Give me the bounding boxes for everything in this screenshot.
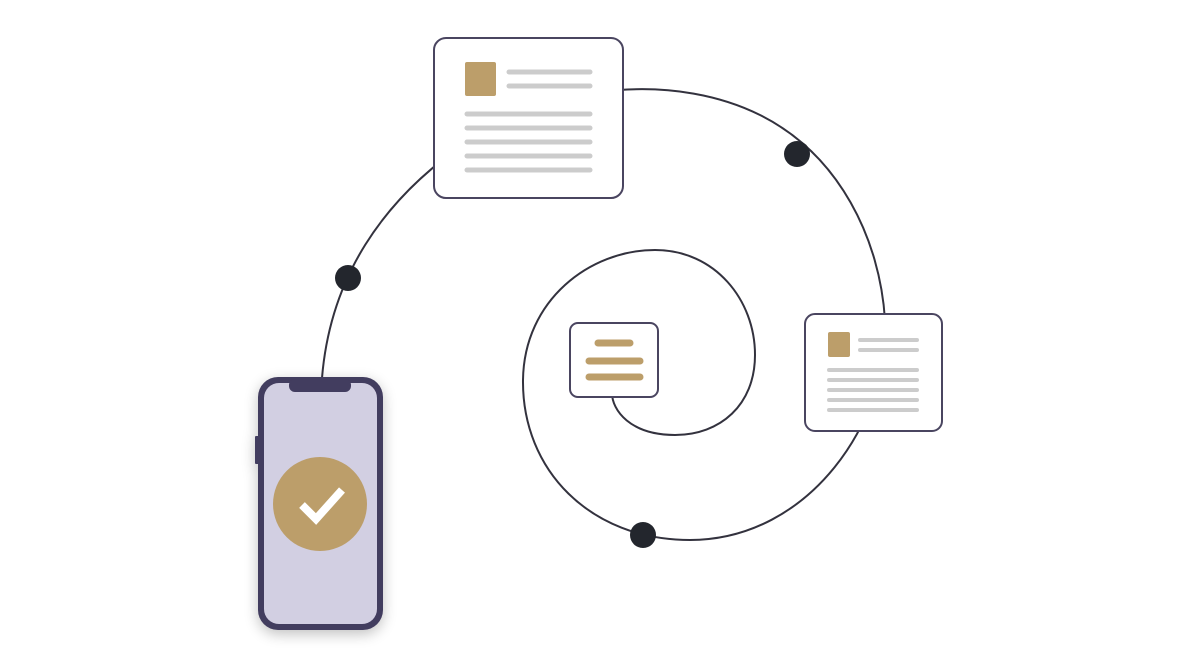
smartphone-icon — [255, 377, 383, 630]
document-thumbnail-icon — [828, 332, 850, 357]
node-dot-icon — [784, 141, 810, 167]
checkmark-icon — [299, 487, 345, 525]
verified-badge — [273, 457, 367, 551]
phone-notch — [289, 379, 351, 392]
document-thumbnail-icon — [465, 62, 496, 96]
document-card-right — [804, 313, 943, 432]
document-card-top — [433, 37, 624, 199]
message-card-center — [569, 322, 659, 398]
node-dot-icon — [630, 522, 656, 548]
node-dot-icon — [335, 265, 361, 291]
